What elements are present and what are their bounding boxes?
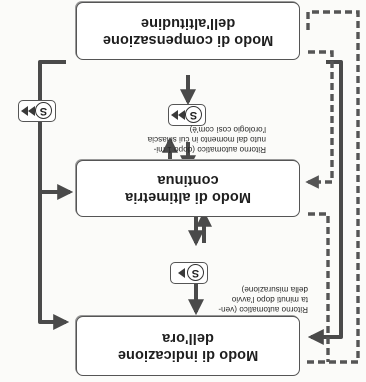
mode-label-altitude-compensation: Modo di compensazione dell'altitudine	[102, 15, 274, 48]
mode-label-altimeter: Modo di altimetria continua	[125, 172, 251, 206]
mode-box-altitude-compensation: Modo di compensazione dell'altitudine	[76, 2, 300, 60]
s-button-icon: S	[185, 106, 202, 124]
double-arrow-icon	[178, 110, 185, 120]
double-arrow-icon-2	[171, 110, 178, 120]
s-button-icon: S	[187, 264, 204, 282]
flow-line-left	[307, 60, 343, 345]
key-s-single: S	[170, 262, 208, 284]
mode-box-time-display: Modo di indicazione dell'ora	[76, 316, 300, 376]
single-arrow-icon	[178, 268, 185, 278]
dashed-return-mid	[308, 212, 330, 362]
key-s-double-middle: S	[168, 104, 206, 126]
s-button-icon: S	[35, 102, 52, 120]
key-s-double-left: S	[18, 100, 56, 122]
mode-label-time-display: Modo di indicazione dell'ora	[117, 330, 259, 363]
note-time-auto-return: Ritorno automatico (ven- ta minuti dopo …	[218, 285, 308, 314]
double-arrow-icon-2	[21, 106, 28, 116]
mode-box-altimeter: Modo di altimetria continua	[76, 160, 300, 217]
dashed-return-outer	[304, 10, 360, 364]
double-arrow-icon	[28, 106, 35, 116]
dashed-return-inner	[305, 50, 334, 189]
note-altimeter-auto-return: Ritorno automatico (dopo 1 mi- nuto dal …	[147, 125, 266, 154]
